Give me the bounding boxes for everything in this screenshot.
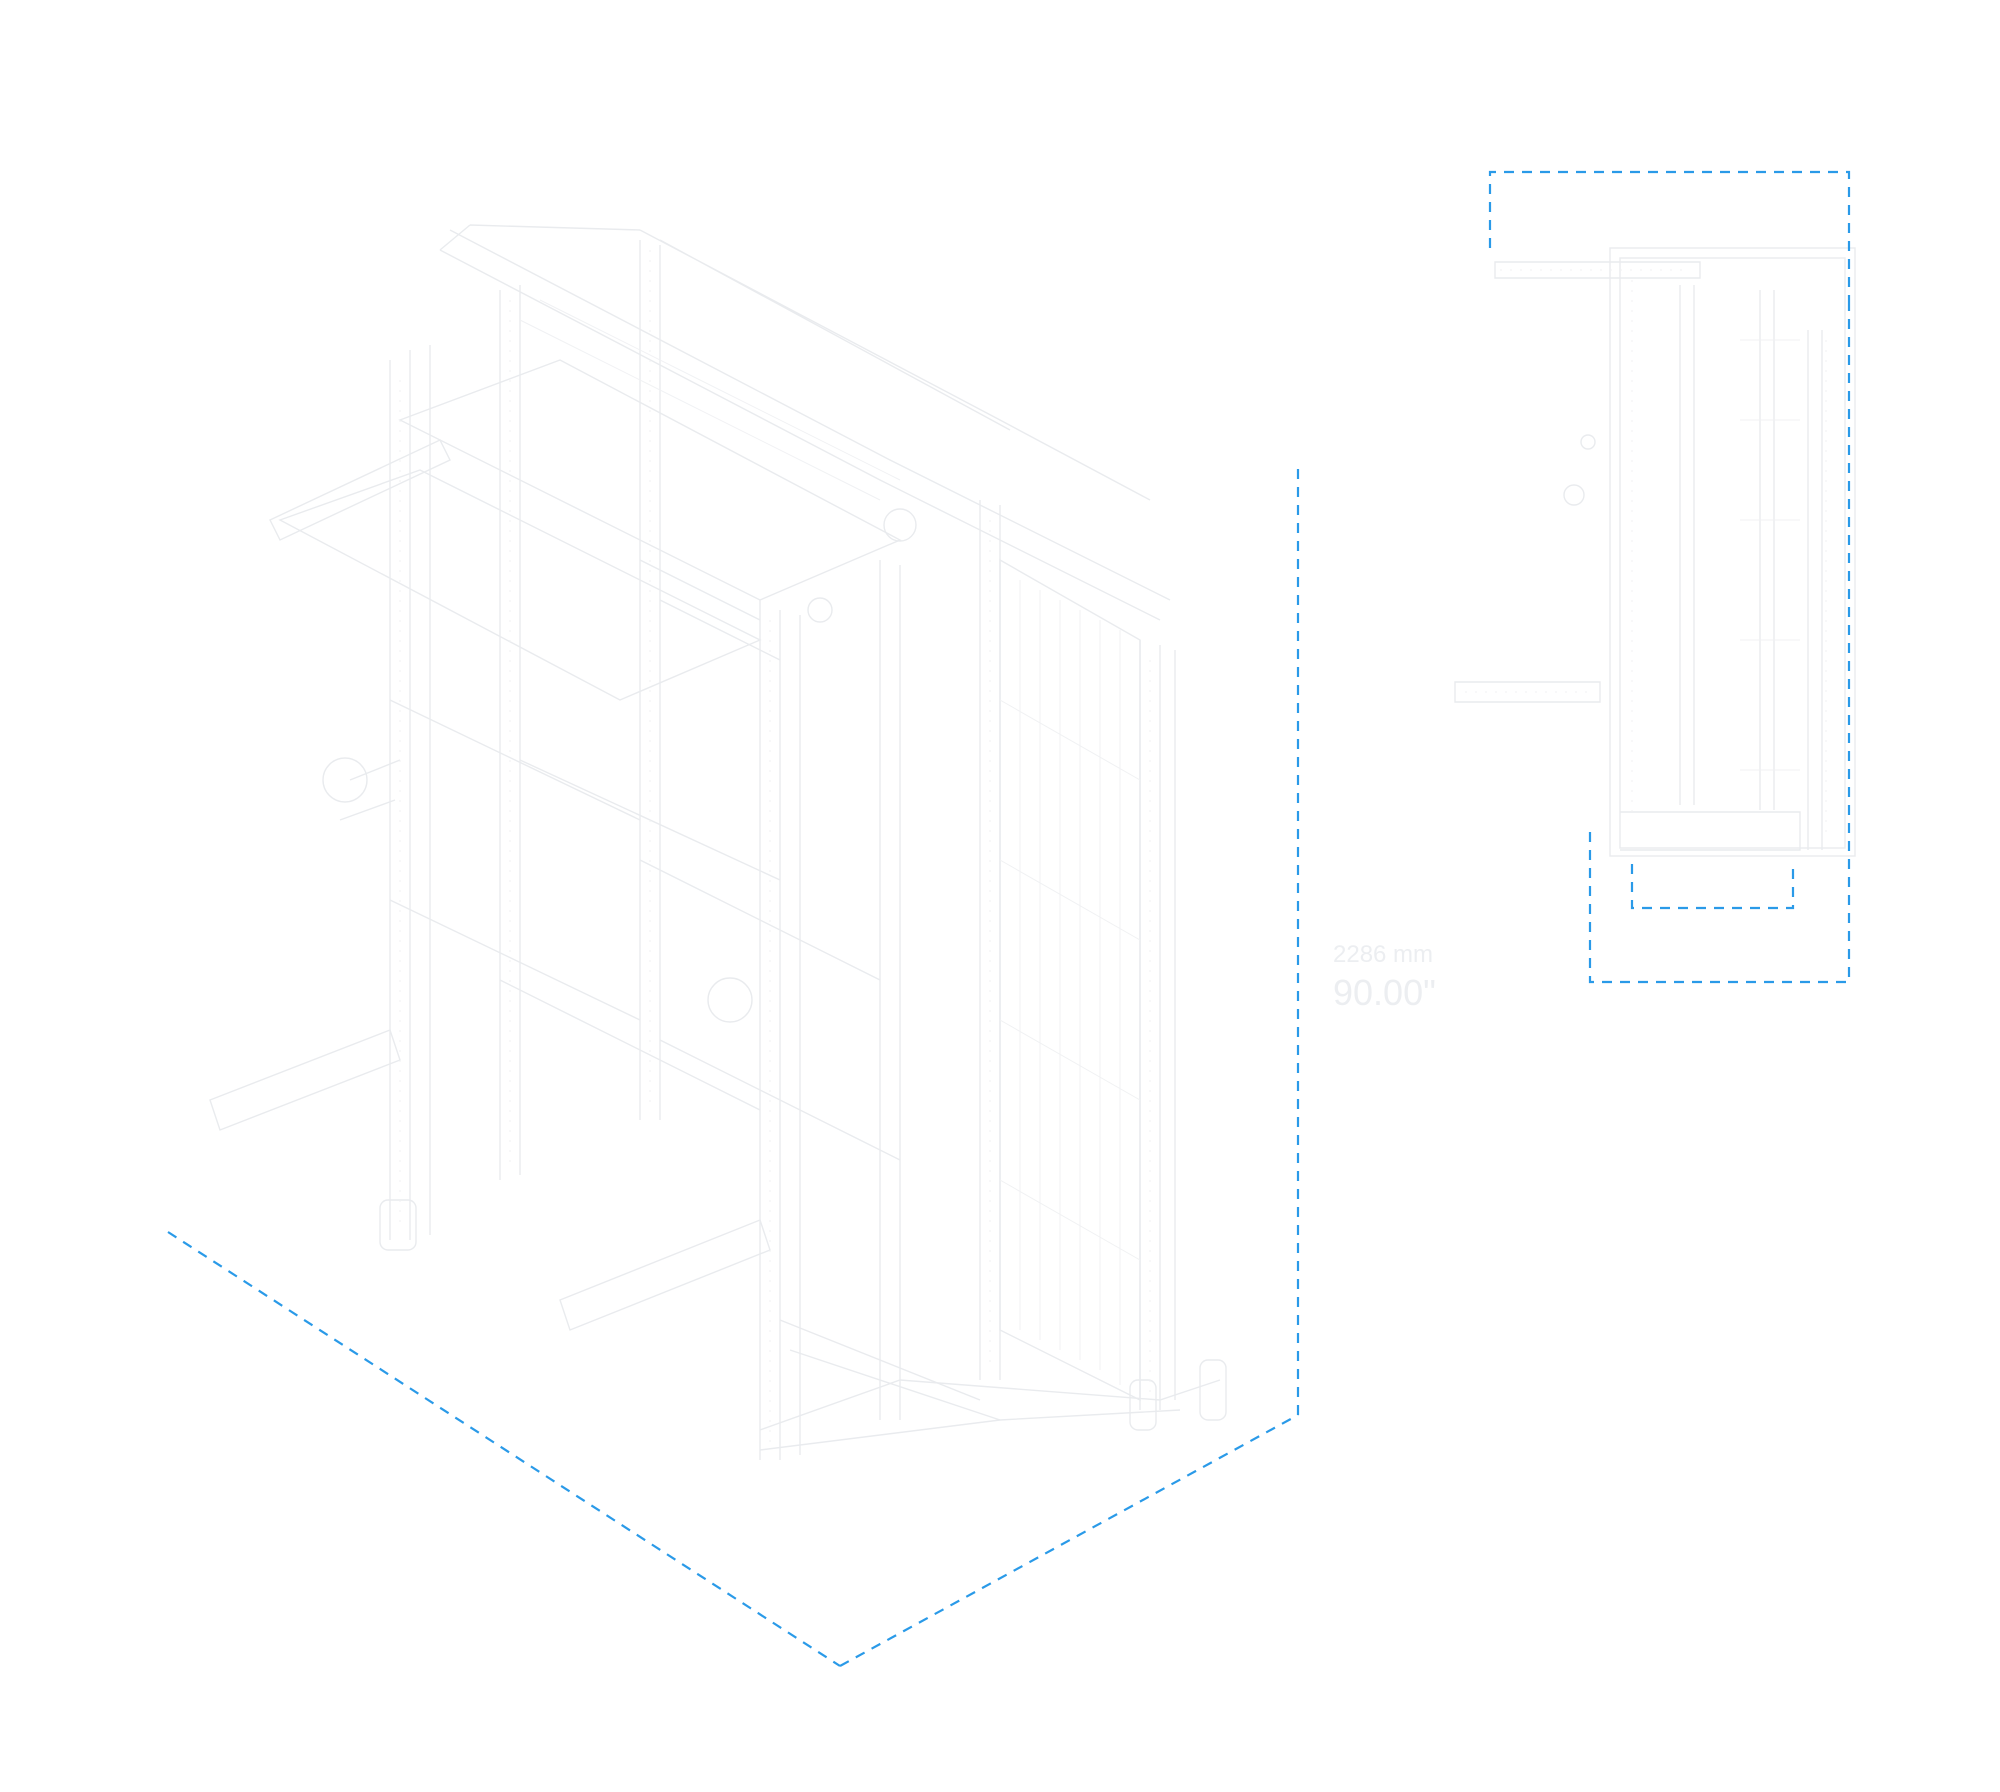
rack-arms: [209, 439, 771, 1331]
plan-inner-bottom-dimension-line: [1630, 864, 1795, 910]
rack-cross-members: [389, 559, 1001, 1421]
height-dimension-mm: 2286 mm: [1333, 941, 1433, 968]
rack-base: [379, 1199, 1227, 1451]
height-dimension-in: 90.00": [1333, 972, 1436, 1013]
plan-view-drawing: [1454, 247, 1856, 857]
rack-pulleys: [322, 508, 917, 1023]
rack-uprights: [389, 240, 1176, 1460]
plan-top-dimension-line: [1488, 170, 1851, 305]
rack-hole-pattern: [399, 250, 1151, 1450]
plan-outer-bottom-dimension-line: [1588, 305, 1851, 984]
plan-view-dimensions: [1488, 170, 1851, 984]
rack-side-panel: [999, 558, 1141, 1402]
rack-top-frame: [278, 224, 1171, 701]
isometric-dimensions: [167, 468, 1300, 1667]
depth-dimension-line: [167, 1231, 841, 1667]
width-dimension-line: [839, 1414, 1299, 1667]
isometric-rack-drawing: [209, 224, 1227, 1460]
